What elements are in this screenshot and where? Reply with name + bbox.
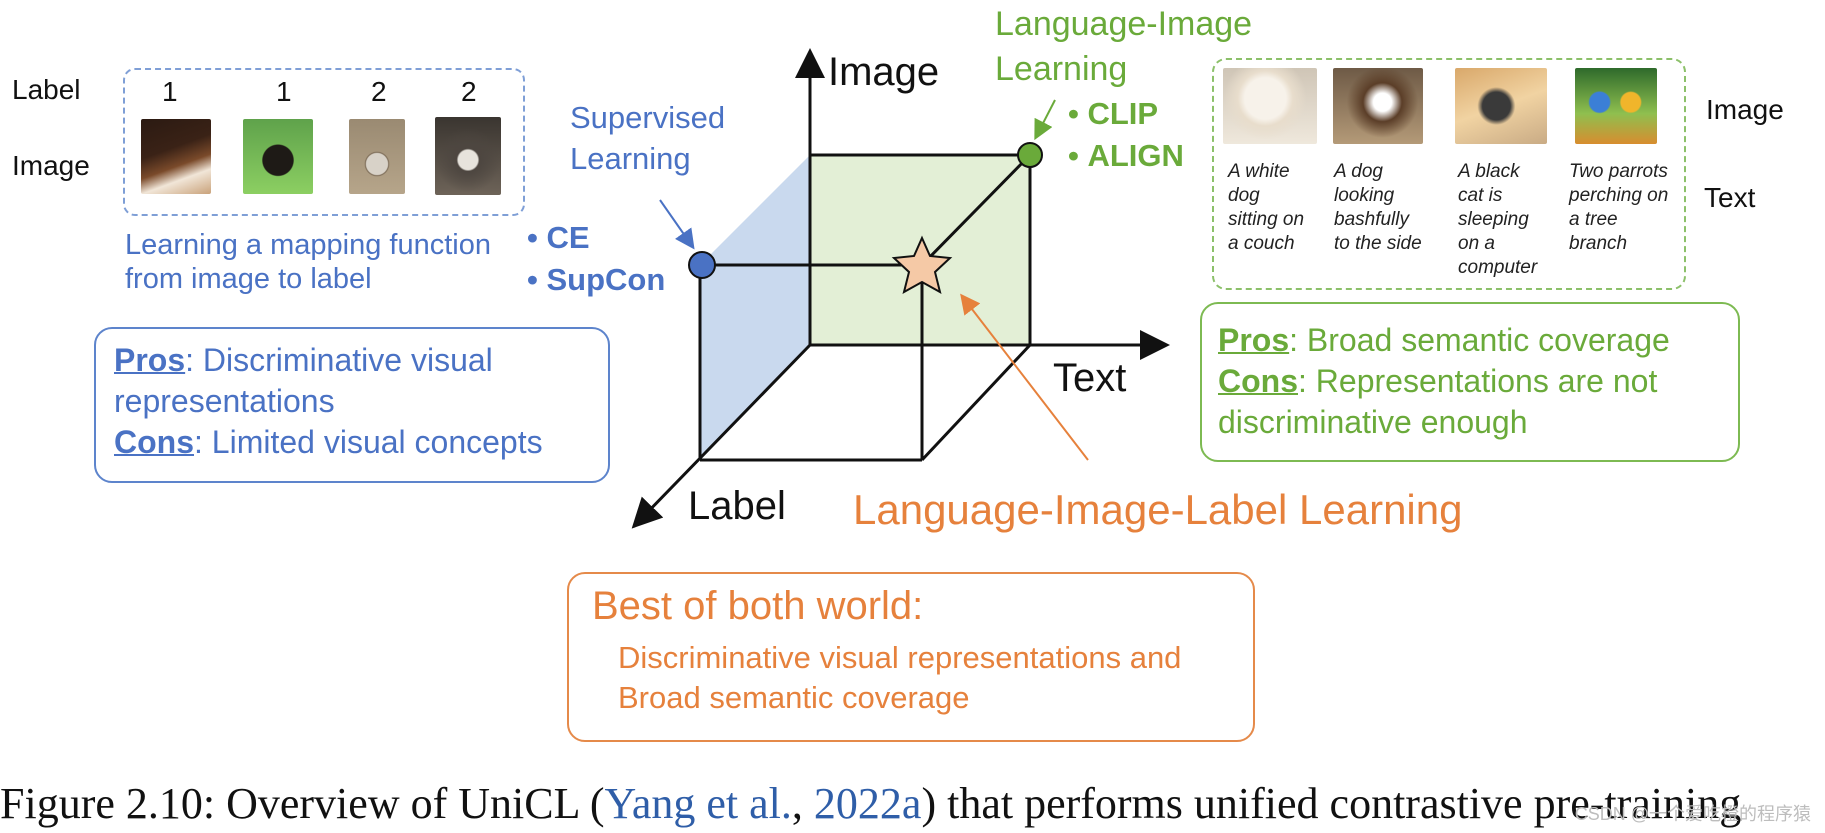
caption-suffix: ) that performs unified contrastive pre-… [921, 779, 1742, 828]
caption-parrots-l2: perching on [1569, 185, 1669, 206]
right-pros-label: Pros [1218, 322, 1290, 358]
caption-parrots-l1: Two parrots [1569, 161, 1668, 182]
supervised-title-line1: Supervised [570, 100, 726, 135]
caption-cat-l4: on a [1458, 233, 1495, 254]
method-clip-label: CLIP [1087, 96, 1159, 131]
chihuahua-photo-1 [141, 119, 211, 194]
right-cons-text-line2: discriminative enough [1218, 404, 1528, 440]
left-image-grid [123, 68, 525, 216]
left-pros-cons-box [94, 327, 610, 483]
axis-label-image: Image [828, 50, 940, 94]
right-row-label-text: Text [1704, 182, 1756, 213]
shy-dog-photo [1333, 68, 1423, 144]
caption-prefix: Figure 2.10: Overview of UniCL ( [0, 779, 605, 828]
supervised-point [688, 251, 716, 279]
label-value-3: 2 [371, 76, 387, 107]
best-of-both-line2: Broad semantic coverage [618, 680, 970, 715]
caption-white-dog-l3: sitting on [1228, 209, 1305, 230]
left-row-label-image: Image [12, 150, 90, 181]
right-pros-cons-box [1200, 302, 1740, 462]
unicl-star [891, 235, 953, 294]
best-of-both-box [567, 572, 1255, 742]
white-dog-photo [1223, 68, 1317, 144]
citation-author-link[interactable]: Yang et al. [604, 779, 792, 828]
parrots-photo [1575, 68, 1657, 144]
right-cons-text: : Representations are not [1298, 363, 1658, 399]
caption-cat-l1: A black [1458, 161, 1520, 182]
caption-parrots-l4: branch [1569, 233, 1628, 254]
edge-diagonal [920, 153, 1032, 267]
right-cons-line: Cons: Representations are not [1218, 361, 1657, 402]
label-value-1: 1 [162, 76, 178, 107]
axis-label-label: Label [688, 484, 786, 528]
supervised-method-supcon: • SupCon [527, 262, 666, 297]
language-image-title-line1: Language-Image [995, 5, 1253, 43]
caption-shy-dog-l3: bashfully [1334, 209, 1409, 230]
caption-white-dog-l2: dog [1228, 185, 1260, 206]
label-image-face [700, 155, 810, 460]
caption-parrots: Two parrots perching on a tree branch [1569, 160, 1668, 256]
caption-cat-l3: sleeping [1458, 209, 1529, 230]
left-pros-line: Pros: Discriminative visual [114, 340, 493, 381]
cat-computer-photo [1455, 68, 1547, 144]
left-pros-label: Pros [114, 342, 186, 378]
caption-shy-dog: A dog looking bashfully to the side [1334, 160, 1422, 256]
caption-white-dog-l1: A white [1228, 161, 1290, 182]
caption-white-dog-l4: a couch [1228, 233, 1295, 254]
right-image-text-grid [1212, 58, 1686, 290]
caption-shy-dog-l1: A dog [1334, 161, 1383, 182]
left-cons-text: : Limited visual concepts [194, 424, 543, 460]
caption-separator: , [791, 779, 814, 828]
caption-cat-l5: computer [1458, 257, 1538, 278]
caption-shy-dog-l4: to the side [1334, 233, 1422, 254]
mapping-text-line1: Learning a mapping function [125, 229, 491, 261]
best-of-both-title: Best of both world: [592, 584, 924, 628]
right-row-label-image: Image [1706, 94, 1784, 125]
language-image-point [1017, 142, 1043, 168]
left-row-label-label: Label [12, 74, 81, 105]
language-image-method-align: • ALIGN [1068, 138, 1184, 173]
chihuahua-photo-2 [243, 119, 313, 194]
right-pros-line: Pros: Broad semantic coverage [1218, 320, 1670, 361]
husky-photo-2 [435, 117, 501, 195]
axis-label-text: Text [1053, 356, 1127, 400]
left-cons-label: Cons [114, 424, 194, 460]
label-value-2: 1 [276, 76, 292, 107]
label-axis [631, 343, 812, 529]
caption-cat: A black cat is sleeping on a computer [1458, 160, 1537, 280]
mapping-text-line2: from image to label [125, 263, 372, 295]
unicl-pointer-arrow [960, 293, 1089, 461]
right-cons-label: Cons [1218, 363, 1298, 399]
supervised-pointer-arrow [659, 199, 695, 250]
label-value-4: 2 [461, 76, 477, 107]
left-pros-text-line1: : Discriminative visual [185, 342, 493, 378]
caption-cat-l2: cat is [1458, 185, 1503, 206]
language-image-method-clip: • CLIP [1068, 96, 1159, 131]
caption-shy-dog-l2: looking [1334, 185, 1395, 206]
edge-bottom-right [920, 343, 1032, 462]
method-ce-label: CE [546, 220, 590, 255]
left-pros-text-line2: representations [114, 383, 335, 419]
left-cons-line: Cons: Limited visual concepts [114, 422, 543, 463]
husky-photo-1 [349, 119, 405, 194]
watermark: CSDN @一个爱吃橙的程序猿 [1574, 804, 1811, 824]
unicl-title: Language-Image-Label Learning [853, 486, 1463, 533]
supervised-title-line2: Learning [570, 141, 691, 176]
method-align-label: ALIGN [1087, 138, 1184, 173]
right-pros-text: : Broad semantic coverage [1289, 322, 1670, 358]
citation-year-link[interactable]: 2022a [813, 779, 922, 828]
supervised-method-ce: • CE [527, 220, 590, 255]
language-image-pointer-arrow [1034, 99, 1056, 141]
caption-parrots-l3: a tree [1569, 209, 1618, 230]
caption-white-dog: A white dog sitting on a couch [1228, 160, 1304, 256]
language-image-title-line2: Learning [995, 50, 1128, 88]
figure-caption: Figure 2.10: Overview of UniCL (Yang et … [0, 778, 1741, 829]
best-of-both-line1: Discriminative visual representations an… [618, 640, 1182, 675]
method-supcon-label: SupCon [546, 262, 666, 297]
